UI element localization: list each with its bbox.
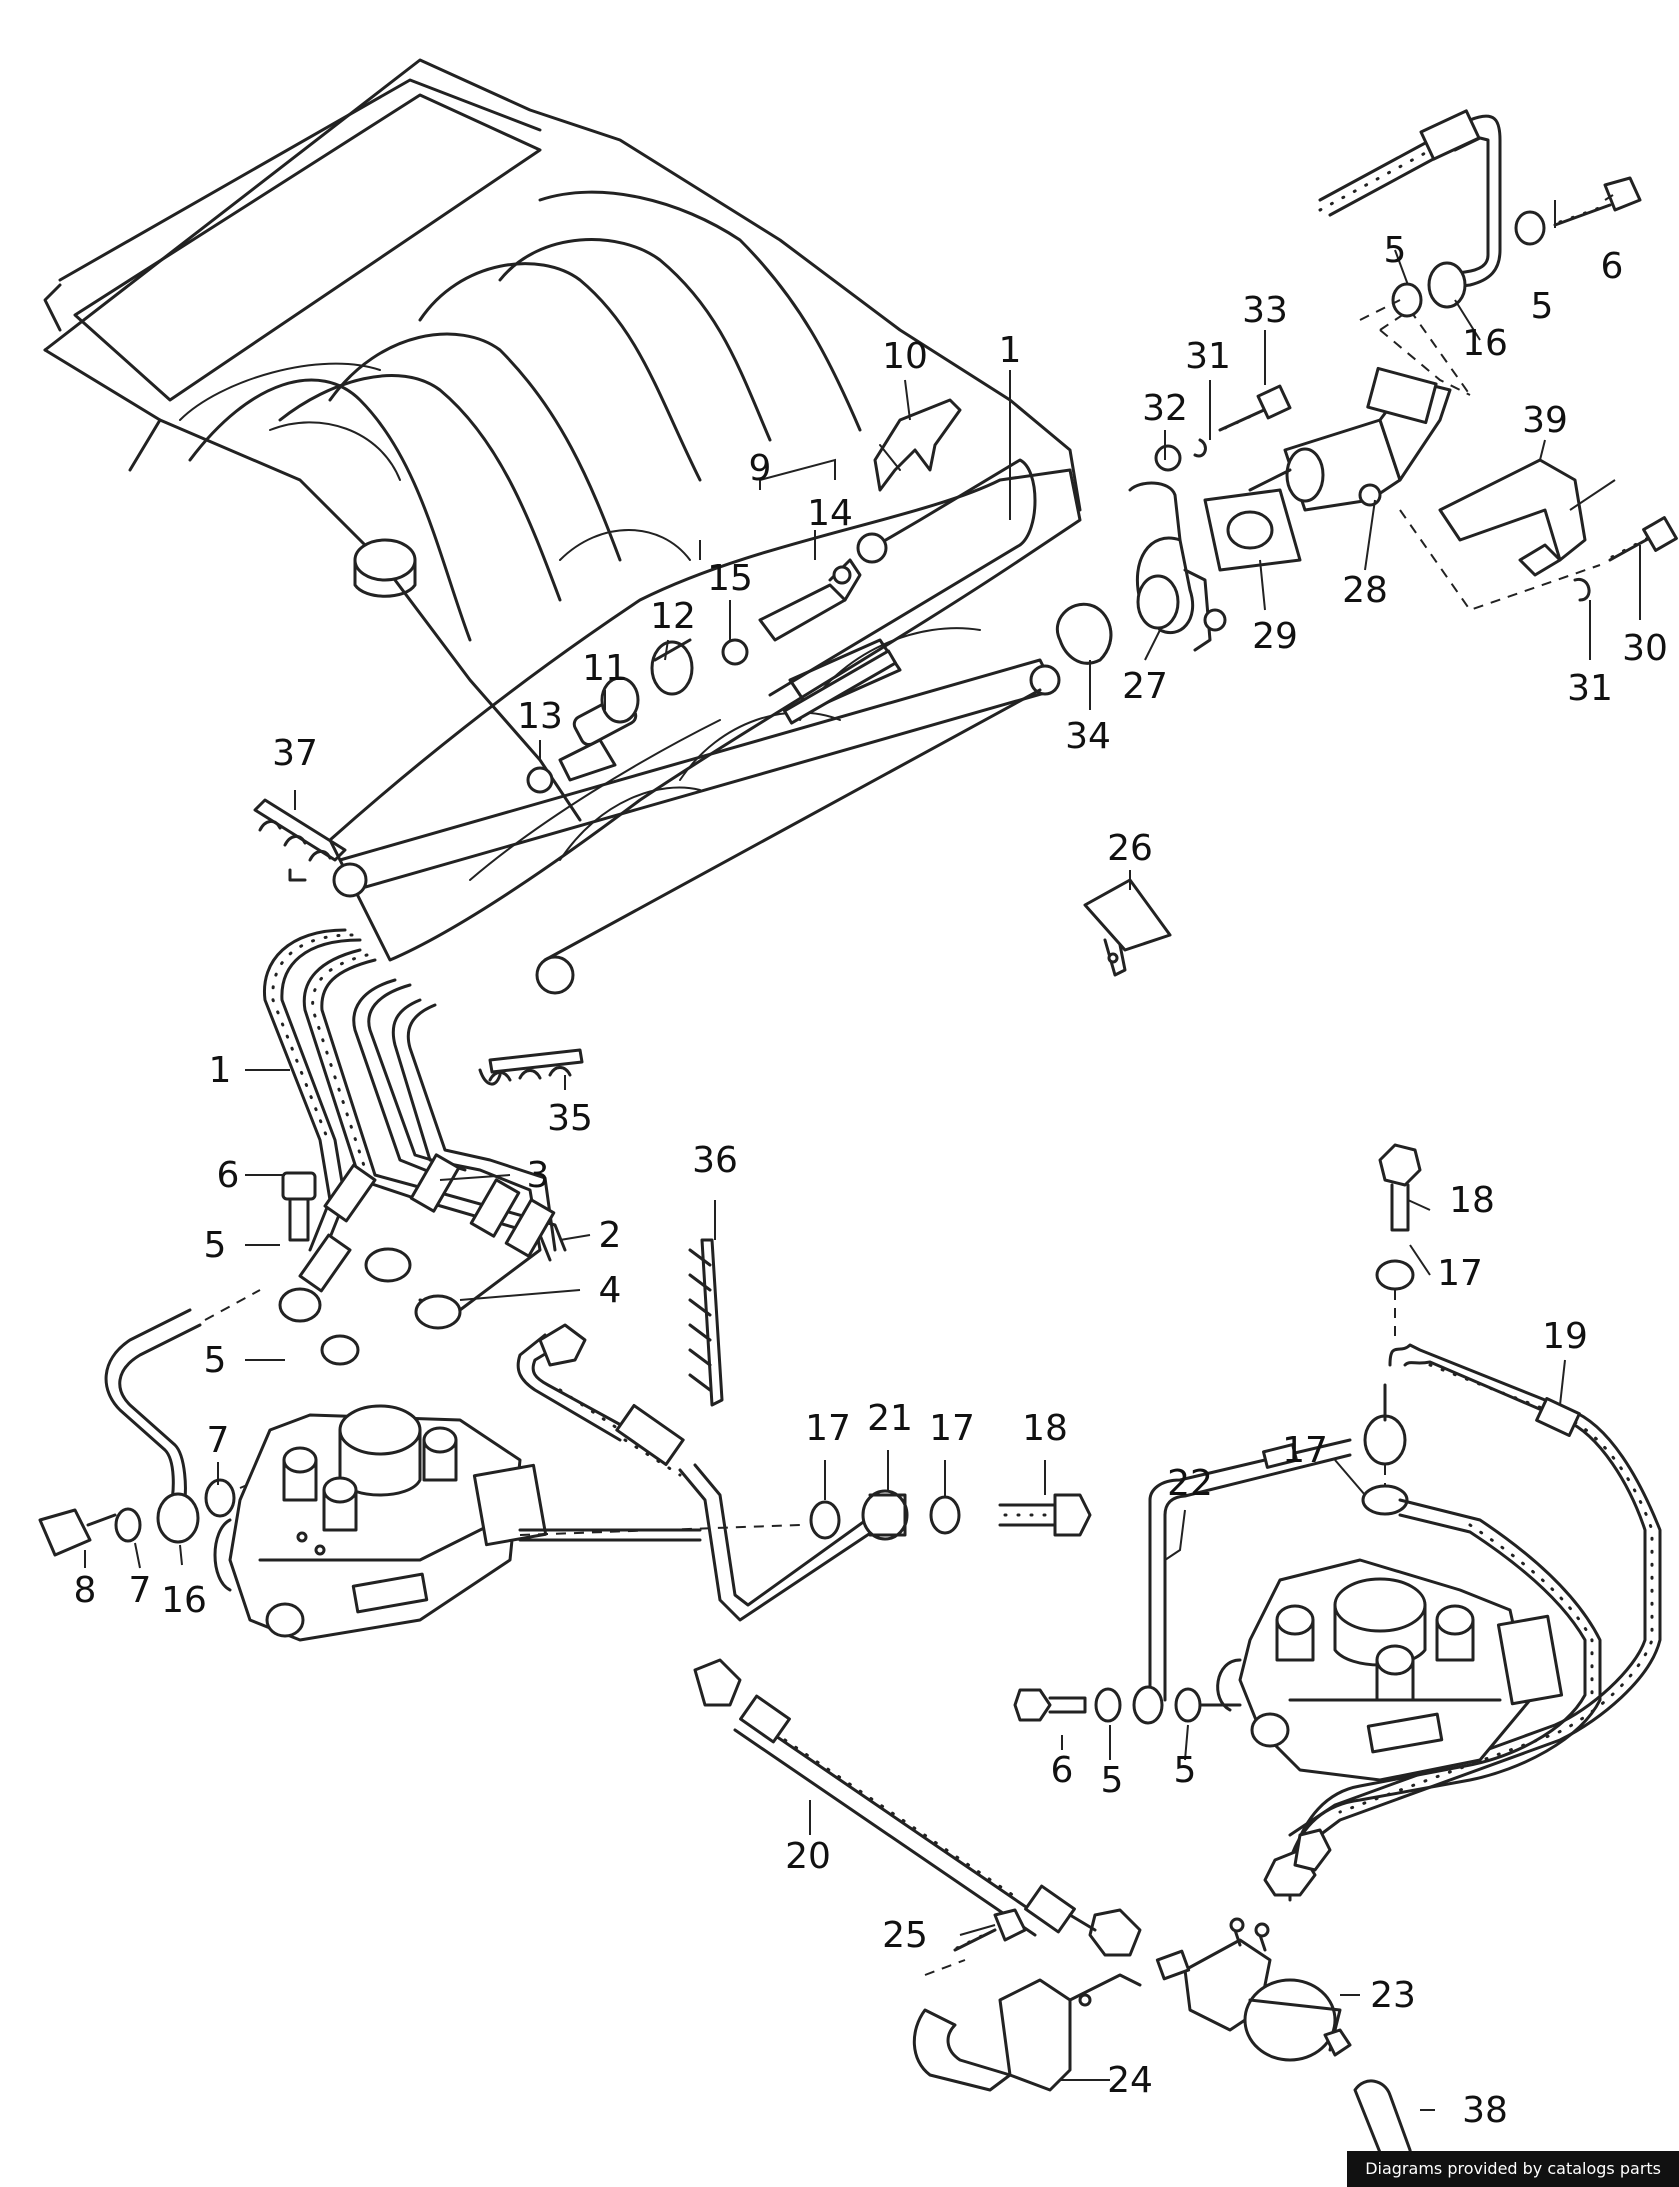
callout-27: 27 — [1122, 666, 1168, 707]
injector-lines — [38, 928, 567, 1557]
callout-6-left: 6 — [217, 1155, 240, 1196]
pressure-regulator — [1155, 1917, 1413, 2174]
callout-30: 30 — [1622, 628, 1668, 669]
upper-fuel-line — [1318, 109, 1642, 321]
callout-5-right-a: 5 — [1101, 1760, 1124, 1801]
fuel-distributor-right — [1216, 1558, 1564, 1782]
callout-10: 10 — [882, 336, 928, 377]
callout-17-center-b: 17 — [929, 1408, 975, 1449]
callout-9: 9 — [749, 448, 772, 489]
callout-19: 19 — [1542, 1316, 1588, 1357]
callout-3: 3 — [527, 1155, 550, 1196]
callout-16-top: 16 — [1462, 323, 1508, 364]
callout-31-top: 31 — [1185, 336, 1231, 377]
callout-26: 26 — [1107, 828, 1153, 869]
callout-14: 14 — [807, 493, 853, 534]
callout-34: 34 — [1065, 716, 1111, 757]
callout-36: 36 — [692, 1140, 738, 1181]
callout-6-top: 6 — [1601, 246, 1624, 287]
clamp-24 — [912, 1908, 1142, 2092]
callout-33: 33 — [1242, 290, 1288, 331]
callout-24: 24 — [1107, 2060, 1153, 2101]
callout-8: 8 — [74, 1570, 97, 1611]
callout-23: 23 — [1370, 1975, 1416, 2016]
callout-2: 2 — [599, 1215, 622, 1256]
clip-strips — [253, 798, 724, 1407]
callout-16-left: 16 — [161, 1580, 207, 1621]
callout-37: 37 — [272, 733, 318, 774]
callout-5-left-b: 5 — [204, 1340, 227, 1381]
callout-22: 22 — [1167, 1463, 1213, 1504]
callout-20: 20 — [785, 1836, 831, 1877]
callout-18-right: 18 — [1449, 1180, 1495, 1221]
callout-1: 1 — [999, 330, 1022, 371]
diagram-credit: Diagrams provided by catalogs parts — [1347, 2151, 1679, 2187]
line-20 — [693, 1658, 1142, 1957]
callout-21: 21 — [867, 1398, 913, 1439]
callout-17-center-a: 17 — [805, 1408, 851, 1449]
callout-7-lower: 7 — [129, 1570, 152, 1611]
callout-5-top-left: 5 — [1384, 230, 1407, 271]
callout-5-right-b: 5 — [1174, 1750, 1197, 1791]
callout-31-right: 31 — [1567, 668, 1613, 709]
callout-15: 15 — [707, 558, 753, 599]
callout-4: 4 — [599, 1270, 622, 1311]
callout-35: 35 — [547, 1098, 593, 1139]
callout-5-left-a: 5 — [204, 1225, 227, 1266]
callout-39: 39 — [1522, 400, 1568, 441]
callout-7-upper: 7 — [207, 1420, 230, 1461]
callout-5-top-right: 5 — [1531, 286, 1554, 327]
injector-assembly — [526, 398, 1037, 794]
callout-17-right-b: 17 — [1282, 1430, 1328, 1471]
right-fuel-lines — [1263, 1143, 1662, 1902]
callout-32: 32 — [1142, 388, 1188, 429]
callout-13: 13 — [517, 696, 563, 737]
fuel-distributor-left — [213, 1404, 548, 1642]
callout-1-left: 1 — [209, 1050, 232, 1091]
bracket-26 — [1083, 878, 1172, 977]
callout-29: 29 — [1252, 616, 1298, 657]
callout-12: 12 — [650, 596, 696, 637]
callout-28: 28 — [1342, 570, 1388, 611]
callout-18-center: 18 — [1022, 1408, 1068, 1449]
idle-air-valve-assembly — [1055, 308, 1678, 665]
leader-lines — [84, 194, 1641, 2111]
intake-manifold — [43, 58, 1082, 995]
callout-38: 38 — [1462, 2090, 1508, 2131]
callout-6-right: 6 — [1051, 1750, 1074, 1791]
callout-25: 25 — [882, 1915, 928, 1956]
line-22-assembly — [1013, 1438, 1352, 1725]
callout-11: 11 — [582, 648, 628, 689]
return-line-center — [516, 1323, 1092, 1622]
callout-17-right-a: 17 — [1437, 1253, 1483, 1294]
callout-labels: 1 10 9 14 15 12 11 13 32 31 33 5 16 5 6 … — [74, 230, 1668, 2131]
